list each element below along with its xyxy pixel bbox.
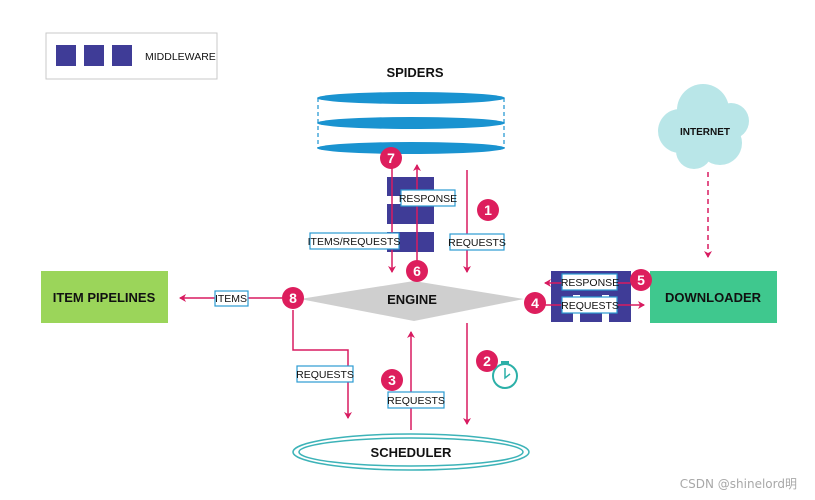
svg-text:REQUESTS: REQUESTS — [561, 300, 619, 312]
flow-label-requests-to-scheduler: REQUESTS — [296, 365, 354, 383]
step-badge-5: 5 — [630, 269, 652, 291]
svg-text:ITEMS/REQUESTS: ITEMS/REQUESTS — [308, 236, 401, 248]
step-badge-4: 4 — [524, 292, 546, 314]
engine-component: ENGINE — [300, 281, 524, 321]
spider-disk-icon — [317, 117, 505, 129]
flow-label-requests-downloader: REQUESTS — [561, 296, 619, 314]
step-badge-2: 2 — [476, 350, 498, 372]
step-badge-1: 1 — [477, 199, 499, 221]
svg-text:REQUESTS: REQUESTS — [387, 395, 445, 407]
flow-label-response-spider: RESPONSE — [399, 189, 457, 207]
svg-text:8: 8 — [289, 290, 297, 306]
legend-box: MIDDLEWARE — [45, 32, 218, 80]
watermark: CSDN @shinelord明 — [679, 477, 797, 491]
middleware-square-icon — [56, 45, 76, 66]
downloader-label: DOWNLOADER — [665, 290, 762, 305]
requests-to-scheduler-arrow — [292, 310, 352, 419]
svg-text:RESPONSE: RESPONSE — [399, 193, 457, 205]
timer-icon — [492, 361, 518, 389]
step-badge-3: 3 — [381, 369, 403, 391]
svg-text:1: 1 — [484, 202, 492, 218]
internet-label: INTERNET — [680, 127, 730, 138]
step-badge-7: 7 — [380, 147, 402, 169]
flow-label-requests-from-scheduler: REQUESTS — [387, 391, 445, 409]
svg-text:5: 5 — [637, 272, 645, 288]
internet-cloud: INTERNET — [658, 84, 749, 169]
spider-disk-icon — [317, 92, 505, 104]
svg-text:6: 6 — [413, 263, 421, 279]
svg-text:RESPONSE: RESPONSE — [561, 277, 619, 289]
svg-text:2: 2 — [483, 353, 491, 369]
scheduler-component: SCHEDULER — [292, 433, 530, 471]
flow-label-items: ITEMS — [214, 290, 249, 307]
flow-label-requests-spider: REQUESTS — [448, 233, 506, 251]
spiders-component: SPIDERS — [317, 65, 505, 154]
flow-label-response-downloader: RESPONSE — [561, 273, 619, 291]
svg-text:ITEMS: ITEMS — [215, 293, 247, 305]
scheduler-label: SCHEDULER — [371, 445, 453, 460]
svg-text:REQUESTS: REQUESTS — [296, 369, 354, 381]
flow-label-items-requests: ITEMS/REQUESTS — [308, 232, 401, 250]
spider-disk-icon — [317, 142, 505, 154]
svg-text:3: 3 — [388, 372, 396, 388]
item-pipelines-label: ITEM PIPELINES — [53, 290, 156, 305]
middleware-square-icon — [84, 45, 104, 66]
svg-text:REQUESTS: REQUESTS — [448, 237, 506, 249]
svg-text:7: 7 — [387, 150, 395, 166]
step-badge-6: 6 — [406, 260, 428, 282]
middleware-square-icon — [112, 45, 132, 66]
step-badge-8: 8 — [282, 287, 304, 309]
svg-text:4: 4 — [531, 295, 539, 311]
spiders-title: SPIDERS — [386, 65, 443, 80]
downloader-component: DOWNLOADER — [650, 271, 777, 323]
engine-label: ENGINE — [387, 292, 437, 307]
item-pipelines-component: ITEM PIPELINES — [41, 271, 168, 323]
legend-label: MIDDLEWARE — [145, 51, 216, 63]
